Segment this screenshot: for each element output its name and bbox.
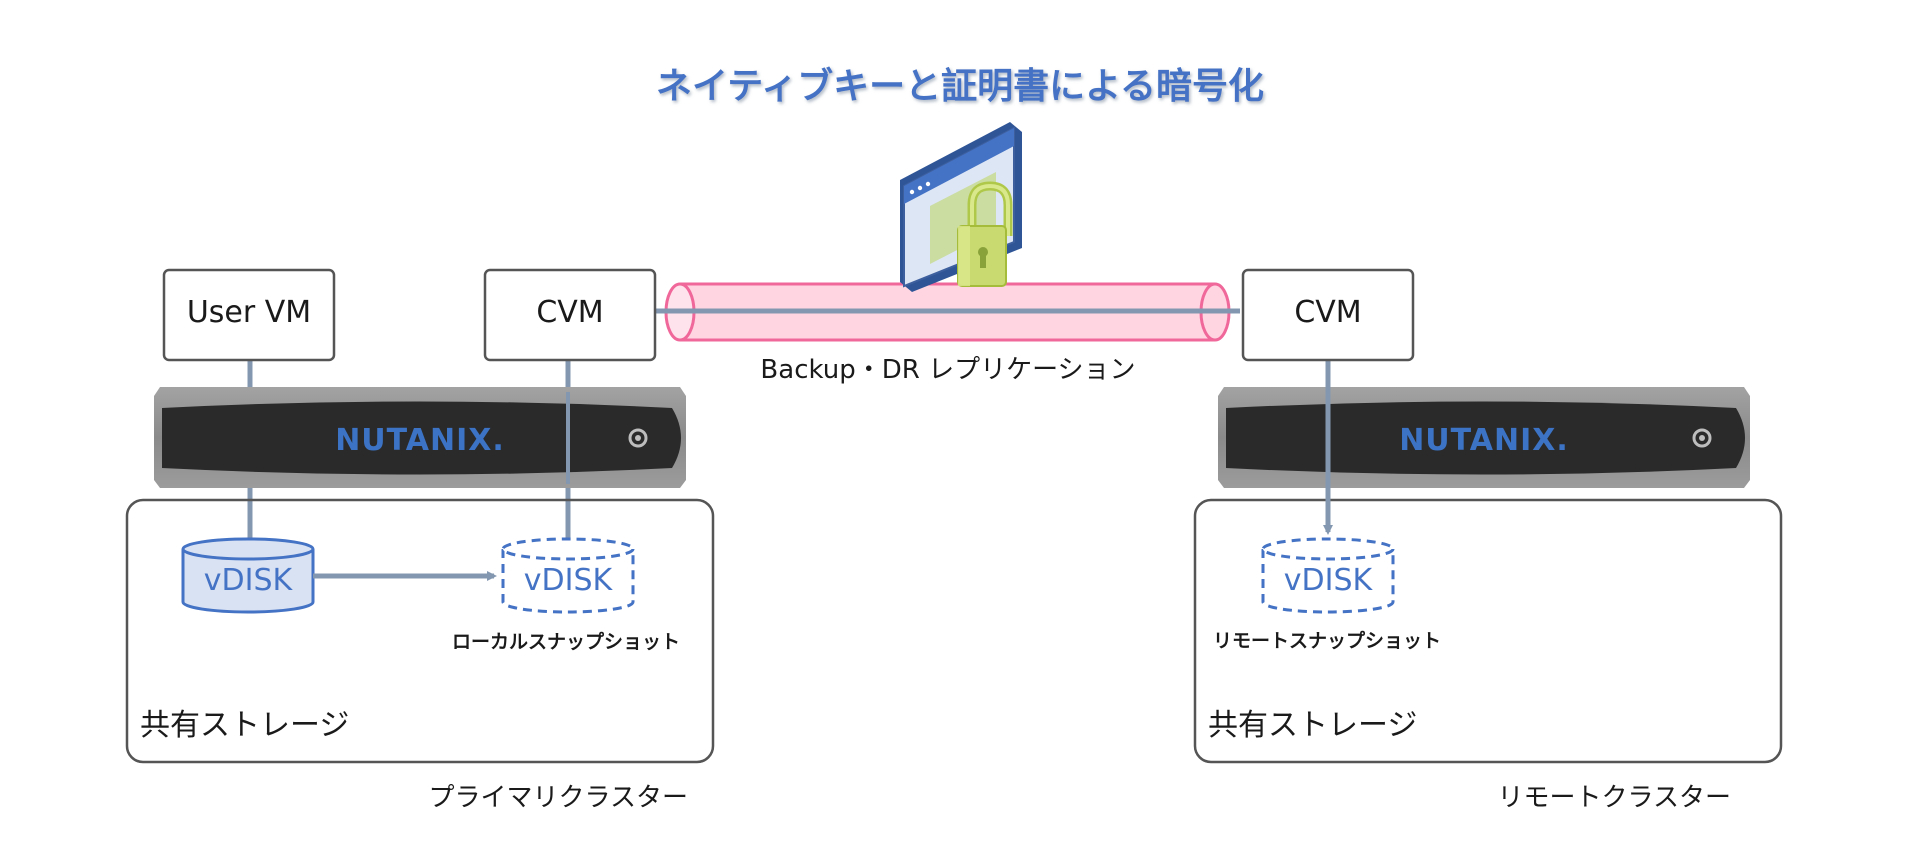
remote-snapshot-caption: リモートスナップショット [1213,629,1441,652]
lock-icon [957,181,1013,287]
nutanix-logo: NUTANIX. [1399,423,1569,458]
primary-cvm-label: CVM [536,295,603,330]
primary-cvm-box: CVM [483,268,657,362]
remote-cluster-label: リモートクラスター [1498,783,1731,813]
nutanix-node-icon: NUTANIX. [154,387,686,488]
primary-storage-label: 共有ストレージ [140,708,349,743]
user-vm-label: User VM [187,295,311,330]
remote-cvm-label: CVM [1294,295,1361,330]
vdisk-solid-label: vDISK [204,563,294,598]
local-snapshot-caption: ローカルスナップショット [452,630,680,653]
remote-cvm-box: CVM [1241,268,1415,362]
vdisk-remote-snapshot-label: vDISK [1284,563,1374,598]
nutanix-logo: NUTANIX. [335,423,505,458]
primary-cluster-label: プライマリクラスター [429,783,688,813]
vdisk-local-snapshot: vDISK [501,537,635,614]
diagram-title: ネイティブキーと証明書による暗号化 [656,65,1264,107]
replication-label: Backup・DR レプリケーション [760,355,1135,385]
primary-shared-storage [125,498,715,764]
vdisk-local-snapshot-label: vDISK [524,563,614,598]
remote-shared-storage [1193,498,1783,764]
vdisk-solid: vDISK [181,537,315,614]
nutanix-node-icon: NUTANIX. [1218,387,1750,488]
user-vm-box: User VM [162,268,336,362]
remote-storage-label: 共有ストレージ [1208,708,1417,743]
vdisk-remote-snapshot: vDISK [1261,537,1395,614]
